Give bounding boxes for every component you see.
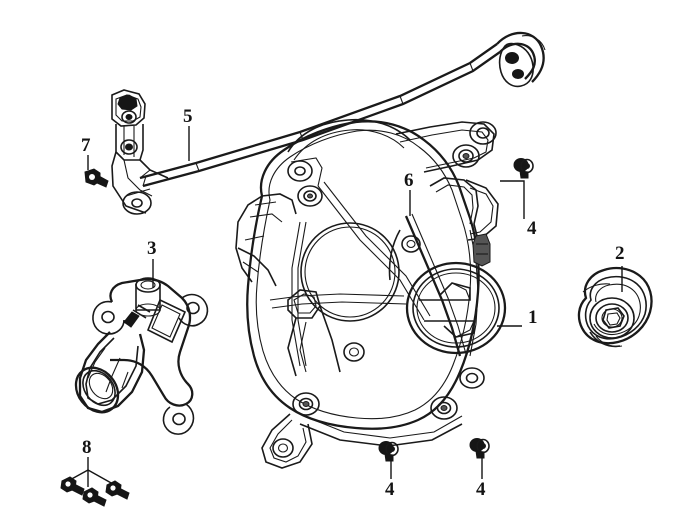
part-1-cover-housing [235,118,507,469]
callout-label-4-upper: 4 [527,218,537,239]
leader-4a [500,180,525,219]
callout-label-6: 6 [404,170,414,191]
callout-label-4-bottom-left: 4 [385,479,395,500]
part-4-bottom-right-bolt [469,438,490,459]
part-7-pivot-bolt [84,168,109,188]
part-4-bottom-left-bolt [378,441,399,462]
part-8-screw-set [60,476,130,507]
callout-label-7: 7 [81,135,91,156]
callout-label-5: 5 [183,106,193,127]
callout-label-1: 1 [528,307,538,328]
leader-8-left [67,469,89,482]
leader-8-right [87,469,114,485]
part-4-upper-bolt [429,158,534,267]
part-6-shift-shaft-arm [388,213,467,357]
part-5-lever-head [111,89,169,215]
part-3-outlet-flange [74,277,209,435]
callout-label-8: 8 [82,437,92,458]
callout-label-2: 2 [615,243,625,264]
part-2-rubber-grommet [577,266,653,348]
callout-leader-lines [67,126,623,487]
callout-label-3: 3 [147,238,157,259]
part-5-control-rod [139,31,546,188]
callout-label-4-bottom-right: 4 [476,479,486,500]
